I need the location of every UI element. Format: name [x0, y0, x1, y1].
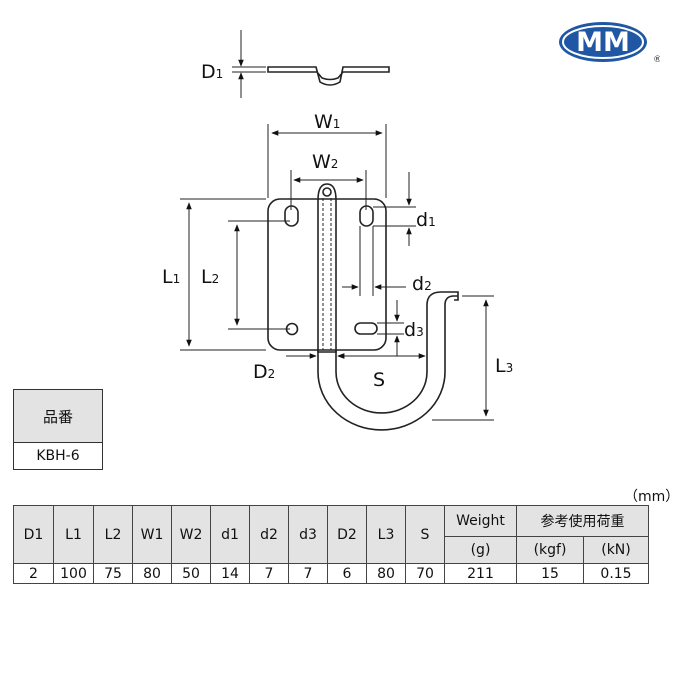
col-header-S: S	[405, 505, 445, 564]
side-view-profile	[267, 66, 390, 86]
cell-d3: 7	[288, 563, 328, 584]
dim-label-d3: d3	[404, 319, 424, 341]
dim-label-L1: L1	[162, 266, 180, 288]
d1-dimension	[373, 172, 416, 246]
col-header-L3: L3	[366, 505, 406, 564]
w2-dimension	[290, 170, 367, 210]
col-header-L2: L2	[93, 505, 133, 564]
dim-label-L2: L2	[201, 266, 219, 288]
col-header-d2: d2	[249, 505, 289, 564]
mm-brand-logo: MM ®	[559, 22, 660, 65]
cell-L1: 100	[53, 563, 94, 584]
d1-thickness-dimension	[232, 30, 266, 98]
load-unit-kn: (kN)	[583, 536, 649, 564]
col-header-W2: W2	[171, 505, 211, 564]
col-header-L1: L1	[53, 505, 94, 564]
col-header-load: 参考使用荷重	[516, 505, 649, 537]
cell-L2: 75	[93, 563, 133, 584]
slot-lower-right	[354, 322, 378, 335]
col-header-W1: W1	[132, 505, 172, 564]
cell-d2: 7	[249, 563, 289, 584]
cell-L3: 80	[366, 563, 406, 584]
dim-label-D1: D1	[201, 61, 223, 83]
mounting-plate	[267, 183, 387, 353]
part-number-box: 品番 KBH-6	[13, 389, 103, 470]
svg-text:®: ®	[653, 55, 660, 65]
dim-label-D2: D2	[253, 361, 275, 383]
dim-label-W1: W1	[314, 111, 340, 133]
cell-d1: 14	[210, 563, 250, 584]
part-number-value: KBH-6	[13, 442, 103, 470]
d3-dimension	[377, 300, 404, 356]
l3-dimension	[432, 295, 494, 421]
table-row: 2 100 75 80 50 14 7 7 6 80 70 211 15 0.1…	[13, 563, 649, 584]
cell-W1: 80	[132, 563, 172, 584]
col-header-d3: d3	[288, 505, 328, 564]
dim-label-S: S	[373, 369, 385, 391]
col-header-weight: Weight	[444, 505, 517, 537]
j-hook	[317, 291, 459, 431]
l2-dimension	[228, 220, 290, 330]
cell-weight: 211	[444, 563, 517, 584]
cell-S: 70	[405, 563, 445, 584]
dim-label-d1: d1	[416, 209, 436, 231]
cell-load-kn: 0.15	[583, 563, 649, 584]
col-header-D2: D2	[327, 505, 367, 564]
col-header-D1: D1	[13, 505, 54, 564]
spec-table: D1 L1 L2 W1 W2 d1 d2 d3 D2 L3 S Weight 参…	[13, 505, 649, 584]
dim-label-d2: d2	[412, 273, 432, 295]
svg-text:MM: MM	[576, 27, 630, 58]
w1-dimension	[267, 124, 387, 198]
unit-label: （mm）	[624, 489, 680, 505]
l1-dimension	[180, 198, 266, 351]
dim-label-W2: W2	[312, 151, 338, 173]
cell-W2: 50	[171, 563, 211, 584]
technical-drawing: D1 W1 W2 L1	[162, 30, 513, 431]
dim-label-L3: L3	[495, 355, 513, 377]
col-header-d1: d1	[210, 505, 250, 564]
cell-D2: 6	[327, 563, 367, 584]
cell-load-kgf: 15	[516, 563, 584, 584]
weight-unit: (g)	[444, 536, 517, 564]
d2-dimension	[342, 226, 406, 296]
part-number-label: 品番	[13, 389, 103, 443]
cell-D1: 2	[13, 563, 54, 584]
load-unit-kgf: (kgf)	[516, 536, 584, 564]
